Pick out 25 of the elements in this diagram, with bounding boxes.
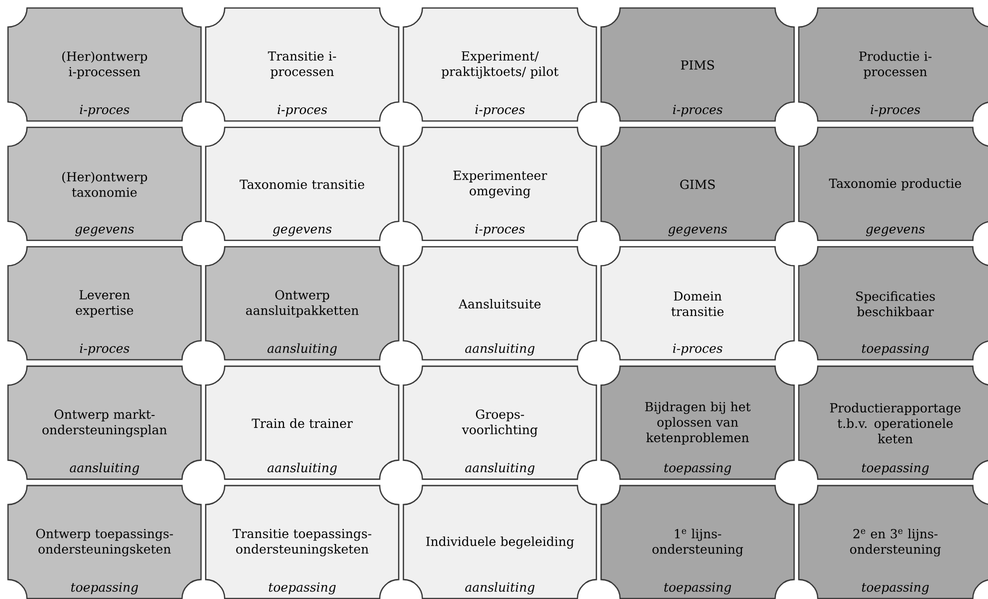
tile: Productierapportage t.b.v. operationele keten toepassing <box>798 366 988 480</box>
tile: (Her)ontwerp i-processen i-proces <box>7 7 202 122</box>
tile: PIMS i-proces <box>600 7 795 122</box>
tile: Experimenteer omgeving i-proces <box>402 126 598 242</box>
tile: 2$^{e}$ en 3$^{e}$ lijns-ondersteuning toepassing <box>798 484 988 599</box>
tile: Individuele begeleiding aansluiting <box>402 484 598 599</box>
tile: (Her)ontwerp taxonomie gegevens <box>7 126 202 242</box>
tile: Transitie toepassings-ondersteuningsketen toepassing <box>205 484 400 599</box>
tile: Domein transitie i-proces <box>600 246 795 360</box>
tile: GIMS gegevens <box>600 126 795 242</box>
tile: Ontwerp markt-ondersteuningsplan aansluiting <box>7 366 202 480</box>
tile: Leveren expertise i-proces <box>7 246 202 360</box>
tile: Bijdragen bij het oplossen van ketenproblemen toepassing <box>600 366 795 480</box>
tile: Groeps-voorlichting aansluiting <box>402 366 598 480</box>
tile: Specificaties beschikbaar toepassing <box>798 246 988 360</box>
tile: Ontwerp toepassings-ondersteuningsketen toepassing <box>7 484 202 599</box>
tile: Taxonomie productie gegevens <box>798 126 988 242</box>
tile: Train de trainer aansluiting <box>205 366 400 480</box>
tile: Productie i-processen i-proces <box>798 7 988 122</box>
tile: Experiment/ praktijktoets/ pilot i-proces <box>402 7 598 122</box>
tile: Ontwerp aansluitpakketten aansluiting <box>205 246 400 360</box>
tile: Transitie i-processen i-proces <box>205 7 400 122</box>
tile: Taxonomie transitie gegevens <box>205 126 400 242</box>
tile: 1$^{e}$ lijns-ondersteuning toepassing <box>600 484 795 599</box>
tile: Aansluitsuite aansluiting <box>402 246 598 360</box>
